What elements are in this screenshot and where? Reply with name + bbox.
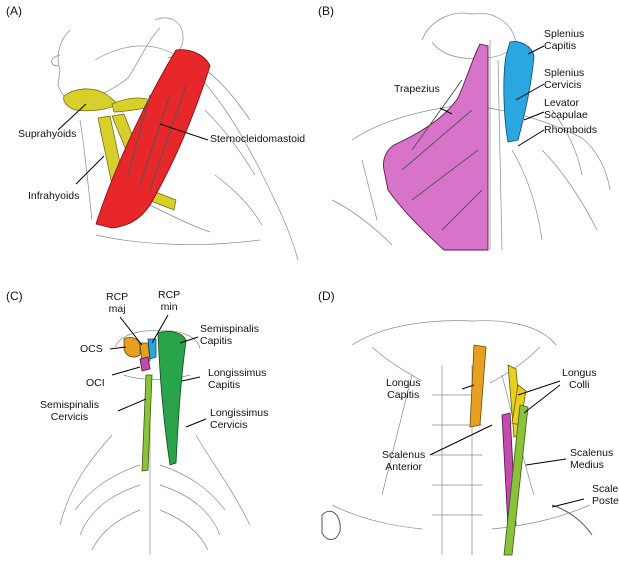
panel-b-label: (B)	[318, 4, 334, 18]
panel-a: (A) Suprahyoids Infrahyoids Sternocleido…	[0, 0, 300, 275]
label-oci: OCI	[86, 377, 105, 389]
label-suprahyoids: Suprahyoids	[18, 128, 76, 140]
panel-d-illustration	[312, 285, 612, 560]
label-rhomboids: Rhomboids	[544, 124, 597, 136]
label-ocs: OCS	[80, 343, 103, 355]
label-infrahyoids: Infrahyoids	[28, 190, 79, 202]
panel-d-label: (D)	[318, 289, 335, 303]
panel-a-label: (A)	[6, 4, 22, 18]
label-sternocleidomastoid: Sternocleidomastoid	[210, 133, 305, 145]
label-trapezius: Trapezius	[394, 83, 440, 95]
panel-c-label: (C)	[6, 289, 23, 303]
